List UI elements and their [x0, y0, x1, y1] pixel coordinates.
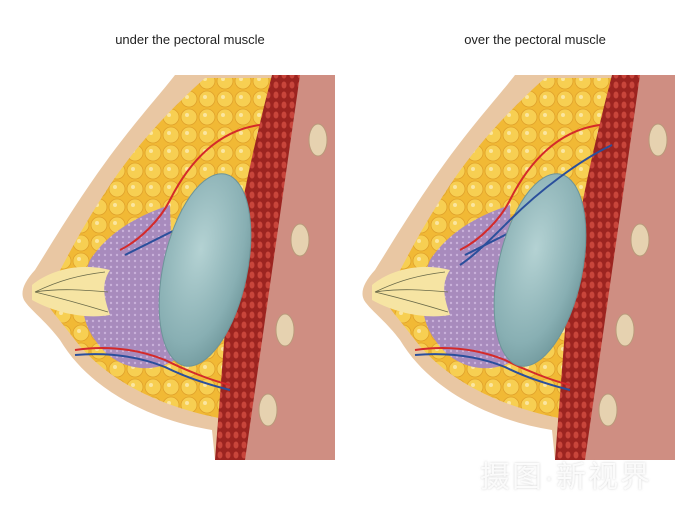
caption-over-pectoral: over the pectoral muscle [464, 32, 606, 47]
implant-right [493, 173, 587, 367]
diagram-over-pectoral [361, 74, 676, 461]
implant-left [158, 173, 252, 367]
watermark: 摄图·新视界 [480, 461, 652, 494]
diagram-under-pectoral [21, 74, 336, 461]
vein-right [459, 144, 613, 266]
caption-under-pectoral: under the pectoral muscle [115, 32, 265, 47]
